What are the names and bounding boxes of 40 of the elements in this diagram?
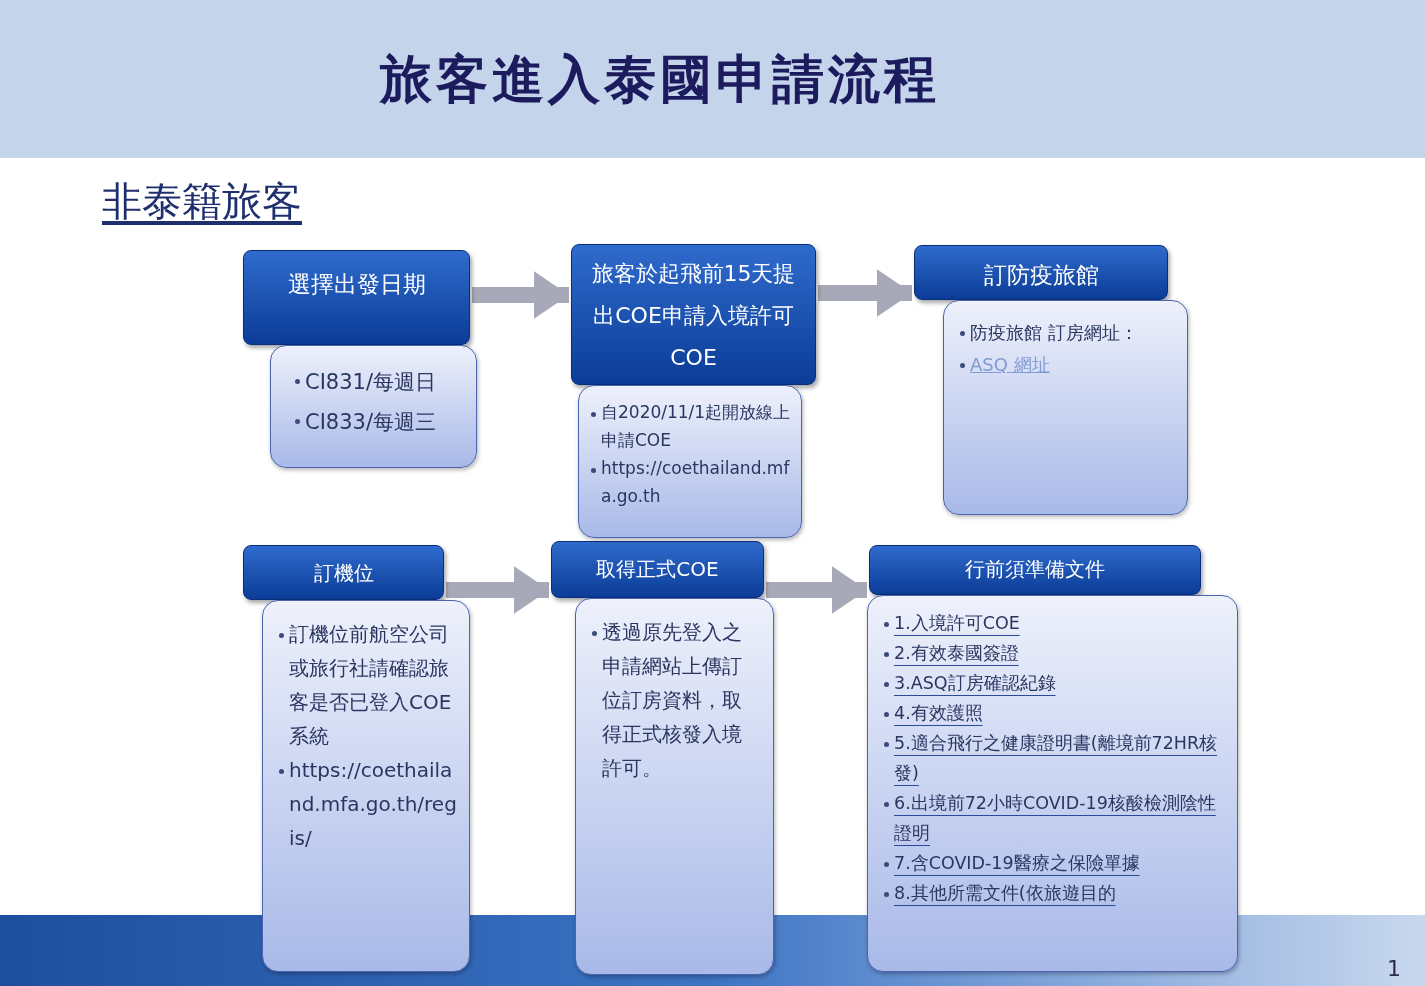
bullet-text: https://coethailand.mfa.go.th/regis/: [289, 757, 457, 852]
step-header-box: [571, 244, 816, 385]
step-title: 選擇出發日期: [286, 270, 427, 299]
bullet-text: 透過原先登入之申請網站上傳訂位訂房資料，取得正式核發入境許可。: [602, 619, 743, 782]
document-item: 6.出境前72小時COVID-19核酸檢測陰性證明: [894, 792, 1217, 845]
step-title: 取得正式COE: [595, 556, 720, 583]
detail-box: [867, 595, 1238, 972]
page-number: 1: [1387, 955, 1401, 983]
hyperlink: ASQ 網址: [970, 353, 1050, 377]
step-title: 訂機位: [312, 560, 375, 587]
page-title: 旅客進入泰國申請流程: [380, 48, 940, 111]
step-title: 訂防疫旅館: [982, 261, 1100, 290]
block-arrow: [446, 566, 549, 614]
step-title: 行前須準備文件: [964, 556, 1106, 583]
detail-box: [262, 600, 470, 972]
document-item: 2.有效泰國簽證: [894, 642, 1019, 665]
block-arrow: [818, 269, 912, 317]
step-header-box: [551, 541, 764, 598]
bullet-text: 防疫旅館 訂房網址：: [970, 321, 1138, 345]
document-item: 4.有效護照: [894, 702, 983, 725]
document-item: 7.含COVID-19醫療之保險單據: [894, 852, 1140, 875]
step-header-box: [243, 250, 470, 345]
document-item: 3.ASQ訂房確認紀錄: [894, 672, 1056, 695]
step-title: 旅客於起飛前15天提出COE申請入境許可COE: [590, 260, 797, 372]
bullet-text: CI833/每週三: [305, 409, 436, 436]
detail-box: [943, 300, 1188, 515]
section-heading: 非泰籍旅客: [102, 177, 302, 226]
bullet-text: CI831/每週日: [305, 369, 436, 396]
block-arrow: [766, 566, 867, 614]
document-item: 8.其他所需文件(依旅遊目的: [894, 882, 1116, 905]
bullet-text: https://coethailand.mfa.go.th: [601, 457, 791, 508]
detail-box: [575, 598, 774, 975]
block-arrow: [472, 271, 569, 319]
step-header-box: [914, 245, 1168, 300]
detail-box: [270, 345, 477, 468]
document-item: 5.適合飛行之健康證明書(離境前72HR核發): [894, 732, 1219, 785]
document-item: 1.入境許可COE: [894, 612, 1020, 635]
step-header-box: [243, 545, 444, 600]
step-header-box: [869, 545, 1201, 595]
detail-box: [578, 385, 802, 538]
